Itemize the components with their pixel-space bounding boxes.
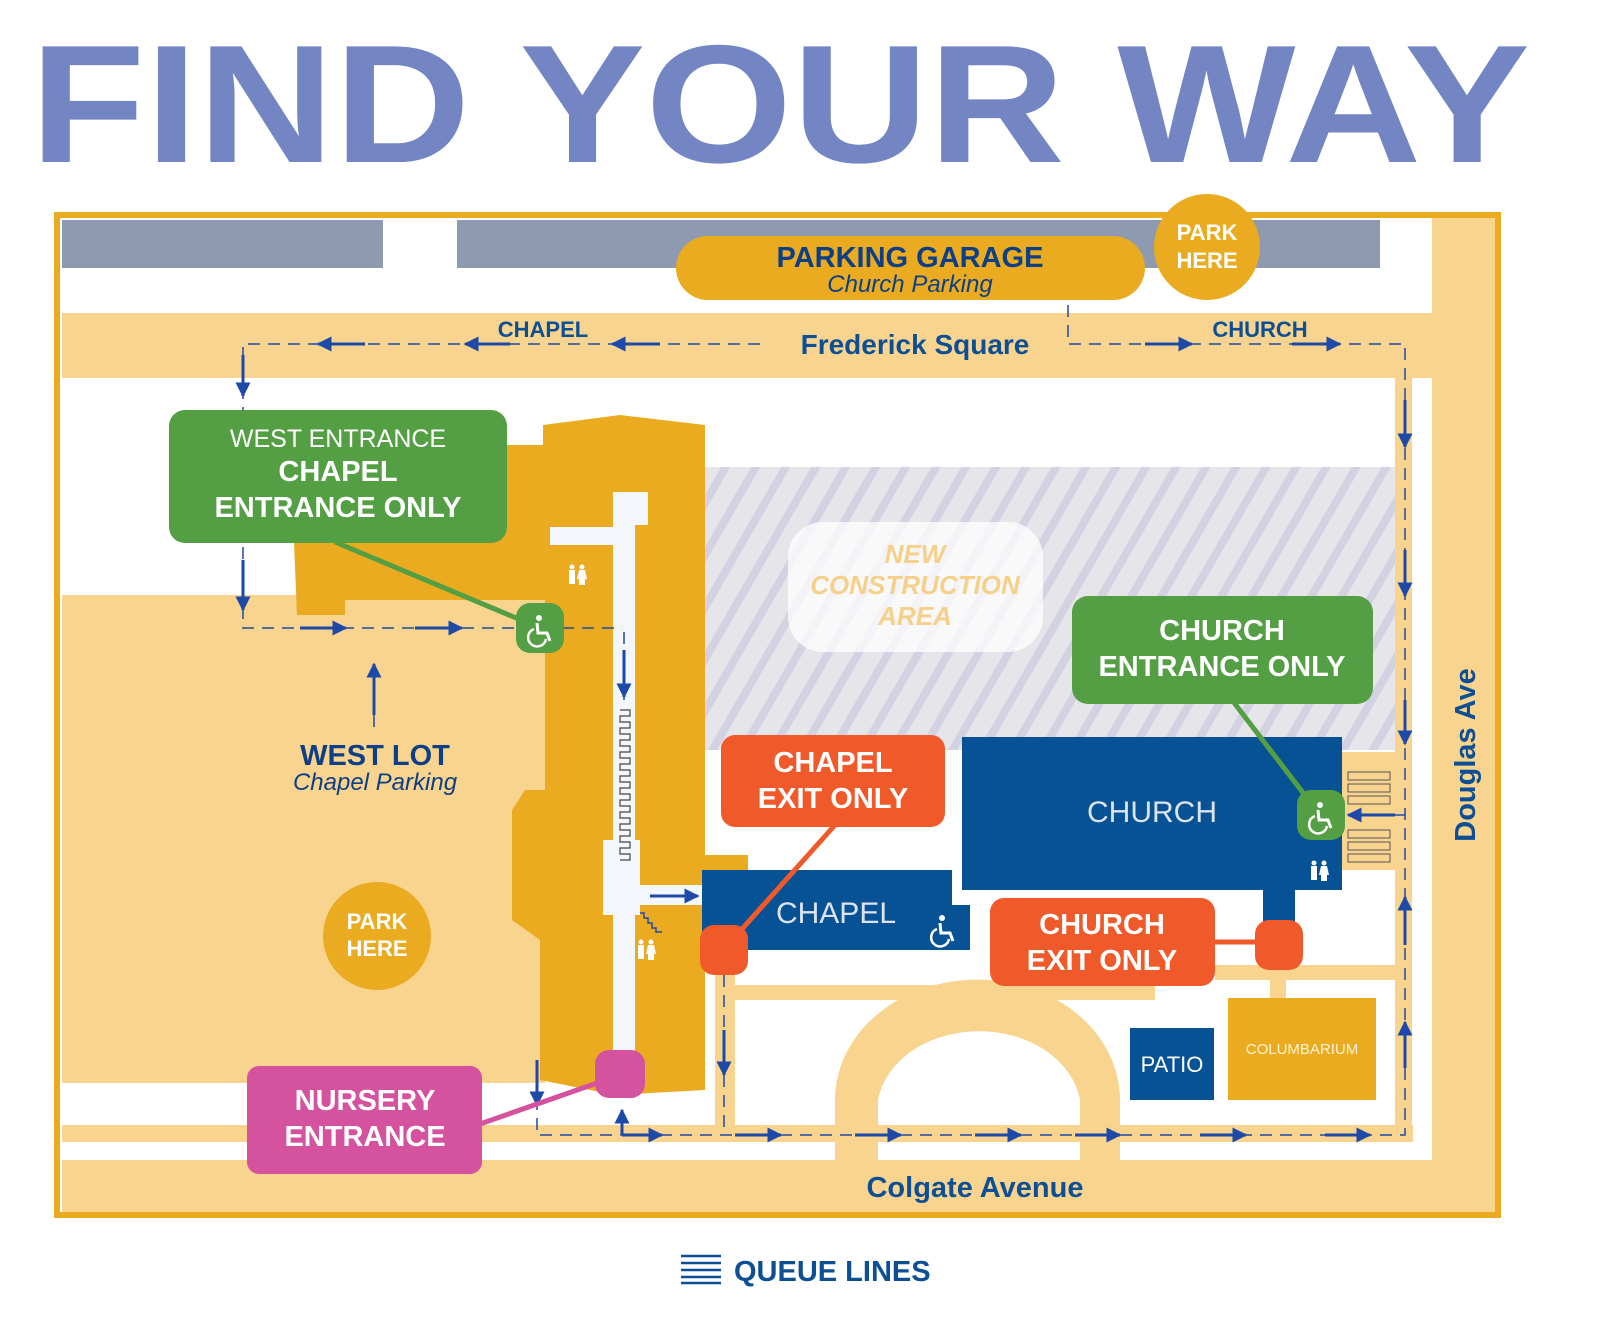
- queue-lines-church: [1347, 771, 1391, 863]
- chapel-building: [702, 870, 970, 950]
- construction-label-line2: CONSTRUCTION: [810, 570, 1021, 600]
- park-here-garage-line1: PARK: [1177, 220, 1238, 245]
- church-exit-line2: EXIT ONLY: [1027, 945, 1177, 977]
- chapel-exit-marker[interactable]: [700, 925, 748, 975]
- west-entrance-line3: ENTRANCE ONLY: [214, 492, 461, 524]
- street-colgate-avenue: Colgate Avenue: [866, 1172, 1083, 1204]
- church-entrance-line1: CHURCH: [1159, 615, 1285, 647]
- construction-label-box: [788, 522, 1043, 652]
- church-entrance-line2: ENTRANCE ONLY: [1098, 651, 1345, 683]
- church-exit-callout: [990, 898, 1215, 986]
- garage-structure-left: [62, 220, 383, 268]
- church-building-label: CHURCH: [1087, 796, 1217, 829]
- parking-garage-subtitle: Church Parking: [827, 271, 993, 298]
- nursery-line1: NURSERY: [295, 1085, 436, 1117]
- park-here-garage-line2: HERE: [1176, 248, 1237, 273]
- street-frederick-square: Frederick Square: [801, 329, 1030, 360]
- chapel-exit-line2: EXIT ONLY: [758, 783, 908, 815]
- parking-garage-title: PARKING GARAGE: [777, 242, 1044, 274]
- chapel-exit-callout: [721, 735, 945, 827]
- west-lot-title: WEST LOT: [300, 740, 450, 772]
- queue-lines-corridor: [619, 709, 631, 861]
- park-here-lot-line1: PARK: [347, 909, 408, 934]
- construction-label-line3: AREA: [877, 601, 952, 631]
- page-title: FIND YOUR WAY: [30, 10, 1530, 198]
- church-building: [962, 737, 1342, 940]
- route-label-chapel: CHAPEL: [498, 317, 588, 342]
- park-here-badge-lot: [323, 882, 431, 990]
- nursery-entrance-marker[interactable]: [595, 1050, 645, 1098]
- patio: [1130, 1028, 1214, 1100]
- stairs-icon: [640, 912, 662, 933]
- chapel-building-label: CHAPEL: [776, 897, 896, 930]
- park-here-lot-line2: HERE: [346, 936, 407, 961]
- nursery-line2: ENTRANCE: [284, 1121, 445, 1153]
- construction-label-line1: NEW: [885, 539, 948, 569]
- church-entrance-callout: [1072, 596, 1373, 704]
- chapel-exit-connector: [723, 823, 837, 950]
- street-douglas-ave: Douglas Ave: [1450, 668, 1482, 842]
- queue-lines-legend-icon: [681, 1254, 721, 1285]
- west-entrance-callout: [169, 410, 507, 543]
- west-entrance-line2: CHAPEL: [278, 456, 397, 488]
- nursery-entrance-callout: [247, 1066, 482, 1174]
- route-label-church: CHURCH: [1212, 317, 1307, 342]
- west-lot-area: [62, 595, 545, 1083]
- west-entrance-connector: [334, 539, 541, 631]
- columbarium: [1228, 998, 1376, 1100]
- columbarium-label: COLUMBARIUM: [1246, 1041, 1359, 1058]
- route-arrows: [235, 336, 1413, 1143]
- church-exit-marker[interactable]: [1255, 920, 1303, 970]
- parking-garage-label: [676, 236, 1145, 300]
- douglas-ave-road: [1432, 218, 1495, 1212]
- legend-queue-lines: QUEUE LINES: [734, 1256, 931, 1288]
- west-entrance-line1: WEST ENTRANCE: [230, 425, 446, 453]
- patio-label: PATIO: [1141, 1052, 1204, 1077]
- chapel-exit-line1: CHAPEL: [773, 747, 892, 779]
- church-exit-line1: CHURCH: [1039, 909, 1165, 941]
- frederick-square-road: [62, 313, 1432, 378]
- park-here-badge-garage: [1154, 194, 1260, 300]
- west-lot-subtitle: Chapel Parking: [293, 769, 458, 796]
